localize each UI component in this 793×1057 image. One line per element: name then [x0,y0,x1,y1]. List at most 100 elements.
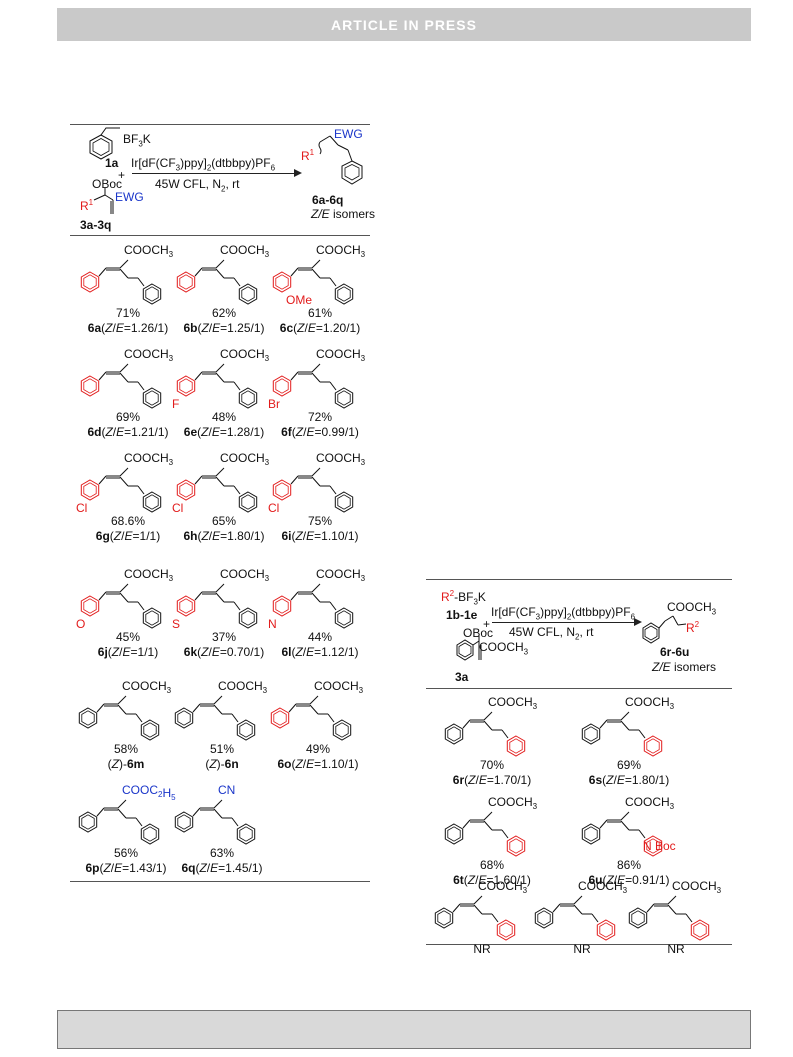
yield-label: 48% [211,410,237,424]
right-scheme-bottom-rule [426,944,732,945]
compound-id-label: 6a(Z/E=1.26/1) [87,321,169,335]
right-light-conditions: 45W CFL, N2, rt [509,625,594,642]
compound-structure: COOCH3 [444,795,538,857]
compound-id-label: 6g(Z/E=1/1) [95,529,161,543]
substrate-ewg: EWG [115,190,144,204]
yield-label: 62% [211,306,237,320]
right-substrate-skeleton [456,636,482,661]
product-ewg: EWG [334,127,363,141]
right-reagent-label: R2-BF3K [441,589,486,607]
functional-group-label: COOCH3 [316,451,366,467]
functional-group-label: COOCH3 [625,795,675,811]
compound-structure: COOCH3 [174,679,268,741]
compound-structure: COOCH3 [434,879,528,941]
substituent-label: Cl [172,501,183,515]
yield-label: 69% [616,758,642,772]
functional-group-label: COOCH3 [316,347,366,363]
right-product-id: 6r-6u [660,645,690,659]
compound-structure: COOCH3 [581,695,675,757]
substituent-label: N [268,617,277,631]
functional-group-label: COOCH3 [124,567,174,583]
light-conditions: 45W CFL, N2, rt [155,177,240,194]
compound-structure: COOCH3 [534,879,628,941]
right-scheme-mid-rule [426,688,732,689]
left-scheme-bottom-rule [70,881,370,882]
functional-group-label: COOCH3 [124,347,174,363]
article-in-press-banner: ARTICLE IN PRESS [57,8,751,41]
functional-group-label: COOCH3 [478,879,528,895]
yield-label: 58% [113,742,139,756]
substituent-label: Br [268,397,280,411]
yield-label: 45% [115,630,141,644]
compound-structure: COOCH3 [80,347,174,409]
yield-label: 71% [115,306,141,320]
substituent-label: S [172,617,180,631]
right-reagent-id: 1b-1e [446,608,478,622]
compound-id-label: 6l(Z/E=1.12/1) [281,645,359,659]
compound-id-label: 6r(Z/E=1.70/1) [452,773,532,787]
compound-id-label: 6p(Z/E=1.43/1) [85,861,167,875]
yield-label: 70% [479,758,505,772]
right-scheme-top-rule [426,579,732,580]
yield-label: 61% [307,306,333,320]
functional-group-label: COOCH3 [220,567,270,583]
compound-id-label: 6k(Z/E=0.70/1) [183,645,265,659]
yield-label: 37% [211,630,237,644]
right-catalyst-conditions: Ir[dF(CF3)ppy]2(dtbbpy)PF6 [491,605,636,622]
plus-sign: + [118,168,126,182]
yield-label: NR [573,942,591,956]
product-skeleton [318,135,363,185]
left-scheme-mid-rule [70,235,370,236]
reaction-arrow [132,169,302,177]
substituent-label: O [76,617,85,631]
compound-id-label: (Z)-6n [205,757,239,771]
yield-label: NR [473,942,491,956]
functional-group-label: COOCH3 [124,451,174,467]
functional-group-label: COOCH3 [625,695,675,711]
substituent-label: OMe [286,293,312,307]
functional-group-label: COOCH3 [122,679,172,695]
yield-label: 65% [211,514,237,528]
substrate-r1: R1 [80,198,94,213]
substituent-label: F [172,397,179,411]
right-plus-sign: + [483,617,491,631]
yield-label: 49% [305,742,331,756]
functional-group-label: COOCH3 [578,879,628,895]
compound-id-label: 6d(Z/E=1.21/1) [87,425,169,439]
yield-label: 63% [209,846,235,860]
functional-group-label: COOCH3 [316,243,366,259]
functional-group-label: COOCH3 [218,679,268,695]
compound-structure: COOCH3 [78,679,172,741]
compound-id-label: 6t(Z/E=1.60/1) [453,873,531,887]
substrate-id: 3a-3q [80,218,112,232]
compound-structure: COOCH3 [444,695,538,757]
functional-group-label: COOCH3 [314,679,364,695]
compound-id-label: 6j(Z/E=1/1) [97,645,159,659]
right-substrate-id: 3a [455,670,469,684]
substrate-skeleton [93,188,114,214]
substituent-label: Cl [76,501,87,515]
yield-label: 69% [115,410,141,424]
functional-group-label: COOCH3 [488,695,538,711]
